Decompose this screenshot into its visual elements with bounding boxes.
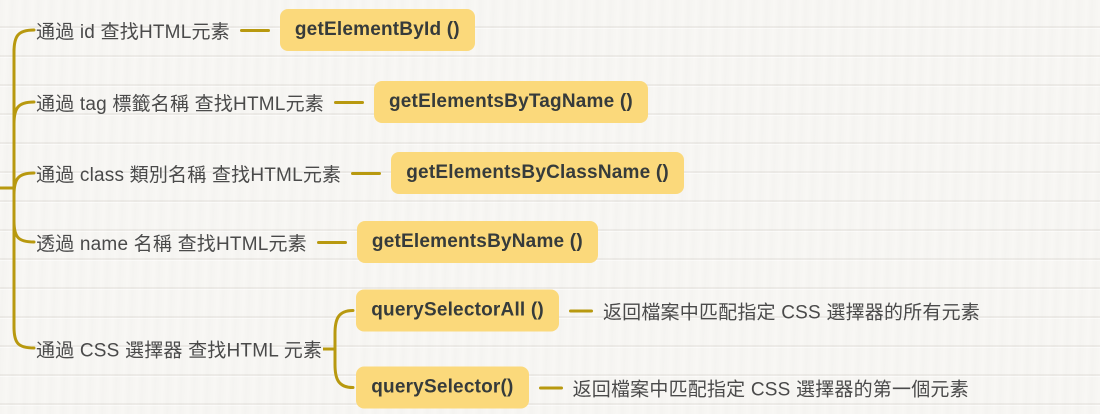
mindmap-branch: 通過 tag 標籤名稱 查找HTML元素 getElementsByTagNam…: [36, 81, 648, 123]
mindmap-branch: 通過 CSS 選擇器 查找HTML 元素 querySelectorAll ()…: [36, 289, 980, 409]
topic-by-class[interactable]: 通過 class 類別名稱 查找HTML元素: [36, 164, 342, 186]
branch-curve-4: [12, 219, 36, 244]
mindmap-subbranch: querySelector() 返回檔案中匹配指定 CSS 選擇器的第一個元素: [356, 366, 980, 409]
queryselectorall-description: 返回檔案中匹配指定 CSS 選擇器的所有元素: [602, 302, 980, 323]
method-getelementsbyname[interactable]: getElementsByName (): [356, 221, 598, 263]
method-getelementsbyclassname[interactable]: getElementsByClassName (): [391, 152, 684, 194]
topic-by-tag[interactable]: 通過 tag 標籤名稱 查找HTML元素: [36, 93, 324, 115]
topic-by-name[interactable]: 透過 name 名稱 查找HTML元素: [36, 233, 307, 255]
queryselector-description: 返回檔案中匹配指定 CSS 選擇器的第一個元素: [572, 379, 969, 400]
css-selector-brace: [323, 309, 355, 389]
branch-curve-2: [12, 100, 36, 126]
topic-by-css-selector[interactable]: 通過 CSS 選擇器 查找HTML 元素: [36, 340, 323, 362]
branch-curve-1: [12, 28, 36, 54]
method-queryselector[interactable]: querySelector(): [356, 366, 529, 409]
topic-by-id[interactable]: 通過 id 查找HTML元素: [36, 21, 230, 43]
connector-dash: [351, 171, 382, 175]
method-getelementbyid[interactable]: getElementById (): [279, 9, 475, 51]
connector-dash: [316, 240, 347, 244]
mindmap-branch: 透過 name 名稱 查找HTML元素 getElementsByName (): [36, 221, 598, 263]
connector-dash: [333, 100, 364, 104]
method-getelementsbytagname[interactable]: getElementsByTagName (): [373, 81, 648, 123]
branch-curve-3: [12, 171, 36, 197]
mindmap-subbranch: querySelectorAll () 返回檔案中匹配指定 CSS 選擇器的所有…: [356, 289, 980, 332]
mindmap-branch: 通過 id 查找HTML元素 getElementById (): [36, 9, 475, 51]
method-queryselectorall[interactable]: querySelectorAll (): [356, 289, 559, 332]
css-selector-children: querySelectorAll () 返回檔案中匹配指定 CSS 選擇器的所有…: [356, 289, 980, 409]
connector-dash: [239, 28, 270, 32]
mindmap-branch: 通過 class 類別名稱 查找HTML元素 getElementsByClas…: [36, 152, 684, 194]
connector-dash: [568, 309, 593, 312]
branch-curve-5: [12, 325, 36, 350]
connector-dash: [538, 386, 563, 389]
